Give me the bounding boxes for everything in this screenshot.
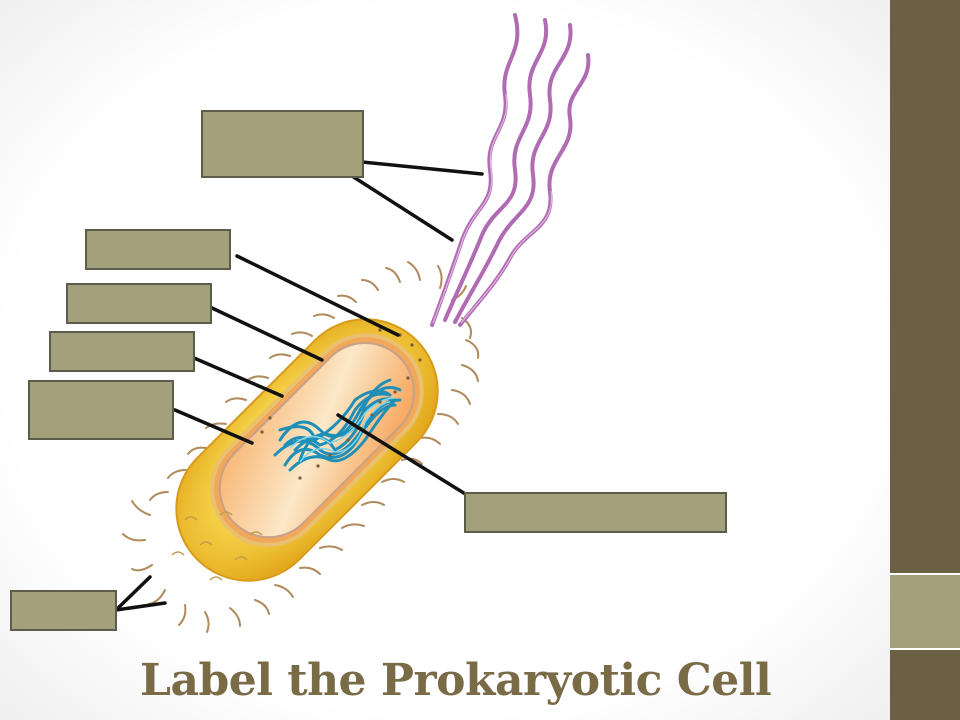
- label-box-plasma-membrane: [28, 380, 174, 440]
- leader-line-flagella-b: [350, 174, 454, 242]
- leader-line-cell-wall: [192, 356, 284, 398]
- flagella-highlight: [432, 93, 553, 324]
- leader-line-plasma-membrane: [173, 408, 254, 445]
- leader-line-flagella-a: [360, 160, 484, 176]
- side-accent-block: [890, 575, 960, 648]
- label-box-flagella: [201, 110, 364, 178]
- side-divider-top: [890, 573, 960, 575]
- label-box-cell-wall: [49, 331, 195, 372]
- label-box-pili: [10, 590, 117, 631]
- label-box-ribosomes: [85, 229, 231, 270]
- nucleoid-dna: [273, 378, 402, 472]
- capsule-texture: [171, 511, 263, 581]
- side-divider-bottom: [890, 648, 960, 650]
- leader-line-capsule: [210, 306, 324, 362]
- pili-hairs: [122, 261, 480, 633]
- leader-line-pili-a: [114, 575, 152, 612]
- ribosome-dots: [260, 328, 422, 480]
- label-box-capsule: [66, 283, 212, 324]
- leader-line-ribosomes: [235, 254, 400, 337]
- leader-lines: [114, 160, 484, 612]
- leader-line-nucleoid: [336, 413, 469, 497]
- slide-title: Label the Prokaryotic Cell: [140, 655, 772, 706]
- leader-line-pili-b: [114, 601, 167, 612]
- prokaryotic-cell-diagram: [114, 13, 591, 633]
- label-box-nucleoid: [464, 492, 727, 533]
